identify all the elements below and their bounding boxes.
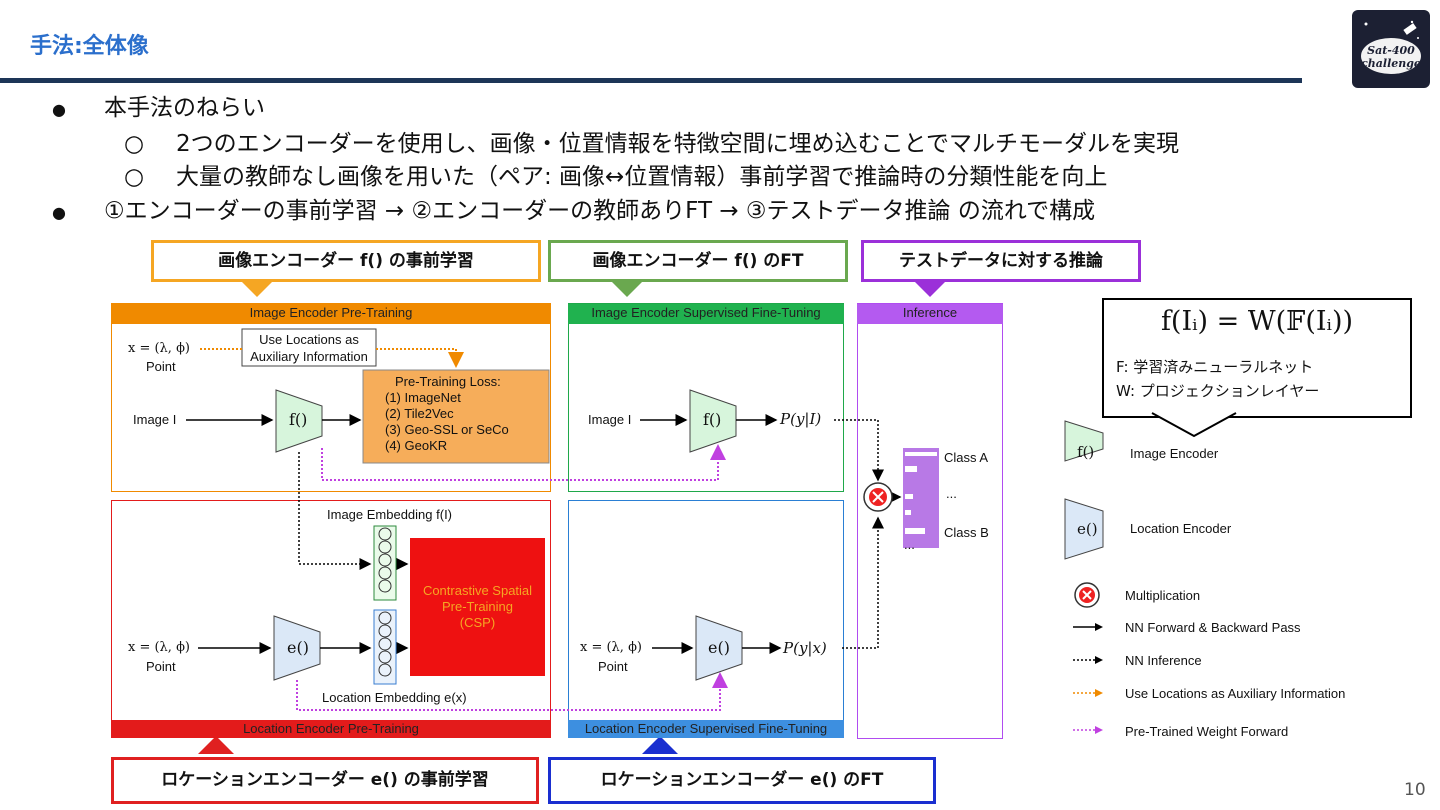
sub-bullet-1: ○ [124, 131, 145, 157]
location-encoder-icon [1064, 498, 1104, 560]
formula-callout: f(Iᵢ) = W(𝔽(Iᵢ)) F: 学習済みニューラルネット W: プロジェ… [1102, 298, 1412, 418]
loss-item: (1) ImageNet [385, 390, 461, 405]
title-rule [0, 78, 1302, 83]
image-encoder-shape [275, 389, 323, 453]
sub-bullet-2: ○ [124, 164, 145, 190]
loss-item: (3) Geo-SSL or SeCo [385, 422, 509, 437]
callout-location-pretrain: ロケーションエンコーダー e() の事前学習 [111, 757, 539, 804]
callout-pointer [609, 279, 645, 297]
csp-line2: Pre-Training [441, 599, 514, 614]
loss-title: Pre-Training Loss: [395, 374, 501, 389]
band-location-pretrain: Location Encoder Pre-Training [111, 720, 551, 738]
solid-arrow-icon [1073, 623, 1103, 631]
callout-location-ft: ロケーションエンコーダー e() のFT [548, 757, 936, 804]
bullet-1-text: 本手法のねらい [104, 95, 265, 121]
point-label-ft: Point [598, 659, 628, 674]
bullet-2: ● [52, 203, 66, 222]
class-ellipsis: ... [946, 486, 957, 501]
loss-item: (2) Tile2Vec [385, 406, 454, 421]
dotted-arrow-icon [1073, 656, 1103, 664]
callout-pointer [239, 279, 275, 297]
formula-callout-tail [1151, 412, 1237, 438]
formula-line2: W: プロジェクションレイヤー [1116, 382, 1320, 400]
multiplication-icon [1074, 582, 1100, 608]
image-label-ft: Image I [588, 412, 632, 427]
callout-pointer [198, 736, 234, 754]
legend-pretrained-weight: Pre-Trained Weight Forward [1125, 724, 1289, 739]
callout-pointer [912, 279, 948, 297]
py-x-label: P(y|x) [783, 639, 827, 657]
image-encoder-icon [1064, 420, 1104, 462]
svg-text:Sat-400: Sat-400 [1367, 44, 1415, 57]
callout-image-ft: 画像エンコーダー f() のFT [548, 240, 848, 282]
panel-image-pretrain [111, 303, 551, 492]
point-label-bottom: Point [146, 659, 176, 674]
location-embedding-label: Location Embedding e(x) [322, 690, 467, 705]
loss-box: Pre-Training Loss: (1) ImageNet (2) Tile… [385, 374, 509, 454]
csp-line1: Contrastive Spatial [422, 583, 533, 598]
logo-icon: Sat-400 challenge [1361, 20, 1421, 74]
legend-e-symbol: e() [1077, 520, 1098, 538]
bullet-1: ● [52, 100, 66, 119]
use-loc-line1: Use Locations as [259, 332, 359, 347]
class-a-label: Class A [944, 450, 989, 465]
legend-image-encoder: Image Encoder [1130, 446, 1219, 461]
legend-nn-inference: NN Inference [1125, 653, 1202, 668]
class-ellipsis-bottom: ... [904, 537, 915, 552]
point-label-top: Point [146, 359, 176, 374]
challenge-logo: Sat-400 challenge [1352, 10, 1430, 88]
callout-inference: テストデータに対する推論 [861, 240, 1141, 282]
f-label-ft: f() [703, 410, 722, 429]
orange-dotted-arrow-icon [1073, 689, 1103, 697]
sub-bullet-1-text: 2つのエンコーダーを使用し、画像・位置情報を特徴空間に埋め込むことでマルチモーダ… [176, 131, 1179, 157]
e-label-ft: e() [708, 638, 730, 657]
sub-bullet-2-text: 大量の教師なし画像を用いた（ペア: 画像↔位置情報）事前学習で推論時の分類性能を… [176, 164, 1108, 190]
legend-multiplication: Multiplication [1125, 588, 1201, 603]
callout-image-pretrain: 画像エンコーダー f() の事前学習 [151, 240, 541, 282]
callout-pointer [642, 736, 678, 754]
x-eq-top: x = (λ, ϕ) [128, 341, 190, 356]
csp-box: Contrastive Spatial Pre-Training (CSP) [412, 583, 543, 631]
image-label-pretrain: Image I [133, 412, 177, 427]
csp-line3: (CSP) [459, 615, 496, 630]
legend-location-encoder: Location Encoder [1130, 521, 1232, 536]
band-image-pretrain: Image Encoder Pre-Training [111, 304, 551, 324]
image-embedding-label: Image Embedding f(I) [327, 507, 453, 522]
svg-text:challenge: challenge [1361, 57, 1421, 70]
band-image-ft: Image Encoder Supervised Fine-Tuning [568, 304, 844, 324]
loss-item: (4) GeoKR [385, 438, 448, 453]
formula-equation: f(Iᵢ) = W(𝔽(Iᵢ)) [1160, 306, 1354, 337]
use-loc-line2: Auxiliary Information [250, 349, 368, 364]
slide-title: 手法:全体像 [30, 34, 149, 59]
use-locations-box: Use Locations as Auxiliary Information [244, 331, 374, 365]
legend-forward-backward: NN Forward & Backward Pass [1125, 620, 1301, 635]
image-encoder-ft-shape [689, 389, 737, 453]
legend-f-symbol: f() [1077, 443, 1095, 461]
location-encoder-shape [273, 615, 321, 681]
bullet-2-text: ①エンコーダーの事前学習 → ②エンコーダーの教師ありFT → ③テストデータ推… [104, 198, 1096, 224]
x-eq-bottom: x = (λ, ϕ) [128, 640, 190, 655]
f-label-pretrain: f() [289, 410, 308, 429]
legend-use-locations: Use Locations as Auxiliary Information [1125, 686, 1346, 701]
band-location-ft: Location Encoder Supervised Fine-Tuning [568, 720, 844, 738]
formula-line1: F: 学習済みニューラルネット [1116, 358, 1314, 376]
band-inference: Inference [857, 304, 1003, 324]
x-eq-ft: x = (λ, ϕ) [580, 640, 642, 655]
class-b-label: Class B [944, 525, 989, 540]
panel-inference [857, 303, 1003, 739]
page-number: 10 [1404, 780, 1426, 800]
panel-image-ft [568, 303, 844, 492]
py-i-label: P(y|I) [780, 410, 822, 428]
purple-dotted-arrow-icon [1073, 726, 1103, 734]
e-label-pretrain: e() [287, 638, 309, 657]
location-encoder-ft-shape [695, 615, 743, 681]
